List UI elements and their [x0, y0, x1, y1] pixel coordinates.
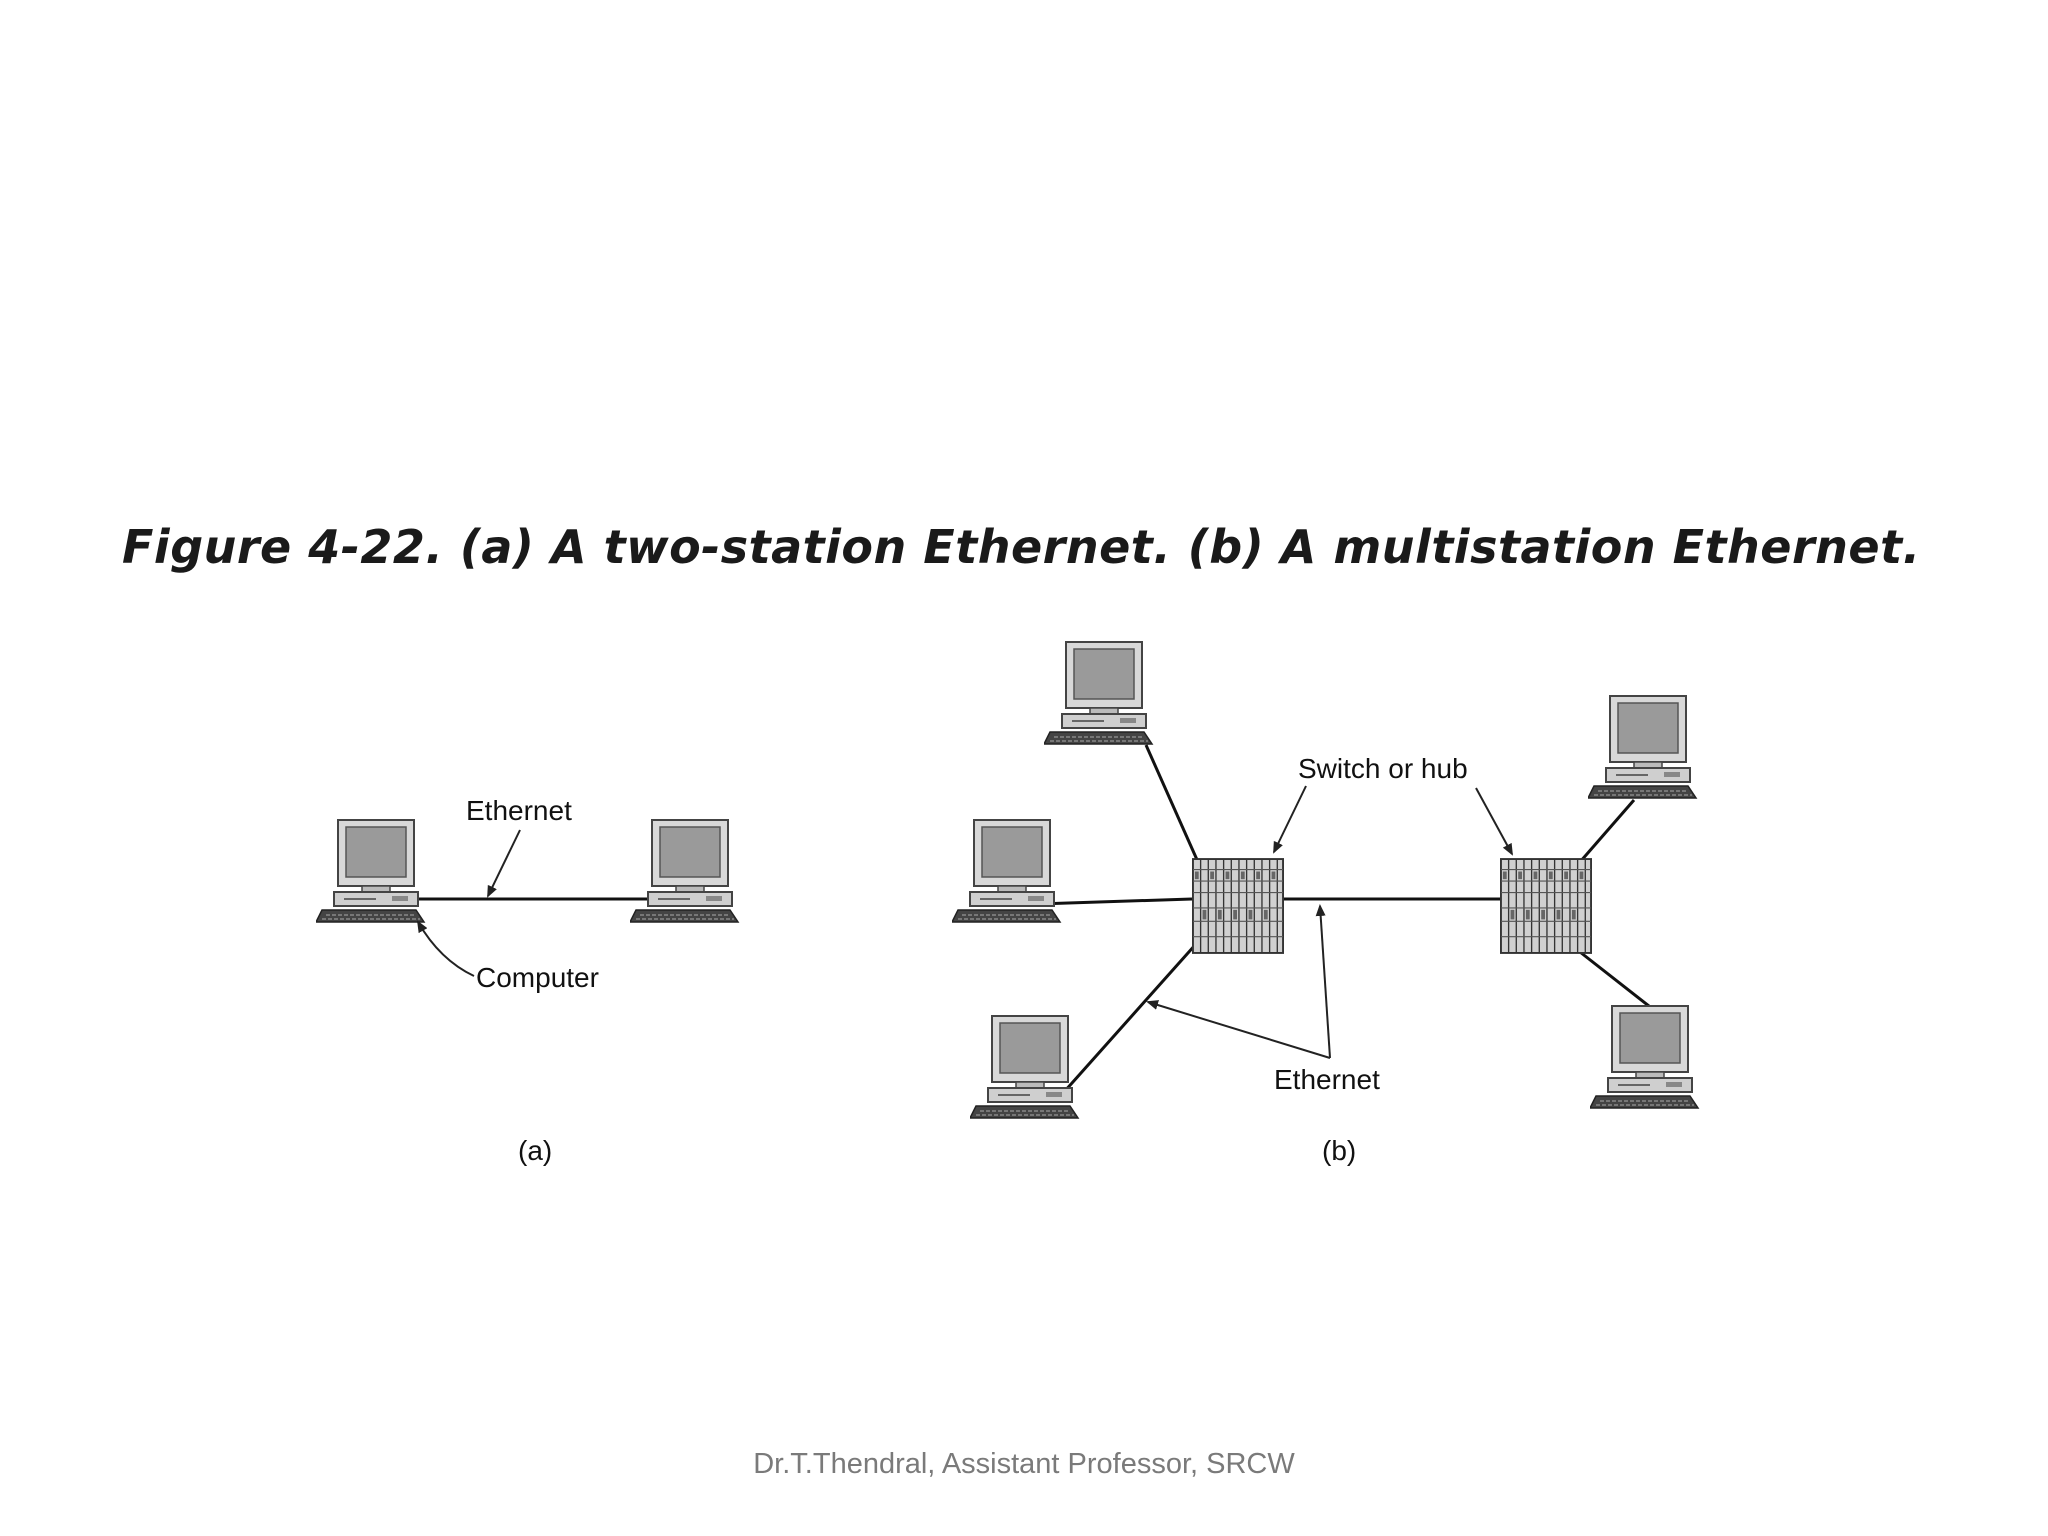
computer-icon — [952, 819, 1061, 923]
ethernet-arrow-b — [1315, 904, 1331, 1059]
ethernet-cable — [1578, 799, 1636, 863]
computer-icon — [1590, 1005, 1699, 1109]
computer-icon — [1588, 695, 1697, 799]
caption-b: (b) — [1322, 1135, 1356, 1166]
footer-credit: Dr.T.Thendral, Assistant Professor, SRCW — [753, 1448, 1295, 1480]
caption-a: (a) — [518, 1135, 552, 1166]
computer-icon — [630, 819, 739, 923]
panel-b: Switch or hub Ethernet (b) — [952, 641, 1699, 1166]
hub-arrow — [1475, 787, 1513, 856]
computer-icon — [1044, 641, 1153, 745]
ethernet-arrow-b — [1146, 1000, 1331, 1059]
ethernet-cable — [1062, 943, 1198, 1093]
computer-icon — [970, 1015, 1079, 1119]
ethernet-label-a: Ethernet — [466, 795, 572, 826]
ethernet-cable — [1037, 897, 1193, 906]
ethernet-arrow-a — [487, 829, 521, 898]
ethernet-cable — [1144, 744, 1200, 863]
computer-icon — [316, 819, 425, 923]
switch-label: Switch or hub — [1298, 753, 1468, 784]
ethernet-label-b: Ethernet — [1274, 1064, 1380, 1095]
figure-title: Figure 4-22. (a) A two-station Ethernet.… — [122, 520, 1921, 574]
switch-icon — [1192, 858, 1284, 954]
switch-arrow — [1273, 785, 1307, 854]
ethernet-cable — [1579, 950, 1655, 1012]
computer-label: Computer — [476, 962, 599, 993]
panel-a: Ethernet Computer (a) — [316, 795, 739, 1166]
switch-icon — [1500, 858, 1592, 954]
computer-arrow — [416, 920, 475, 977]
